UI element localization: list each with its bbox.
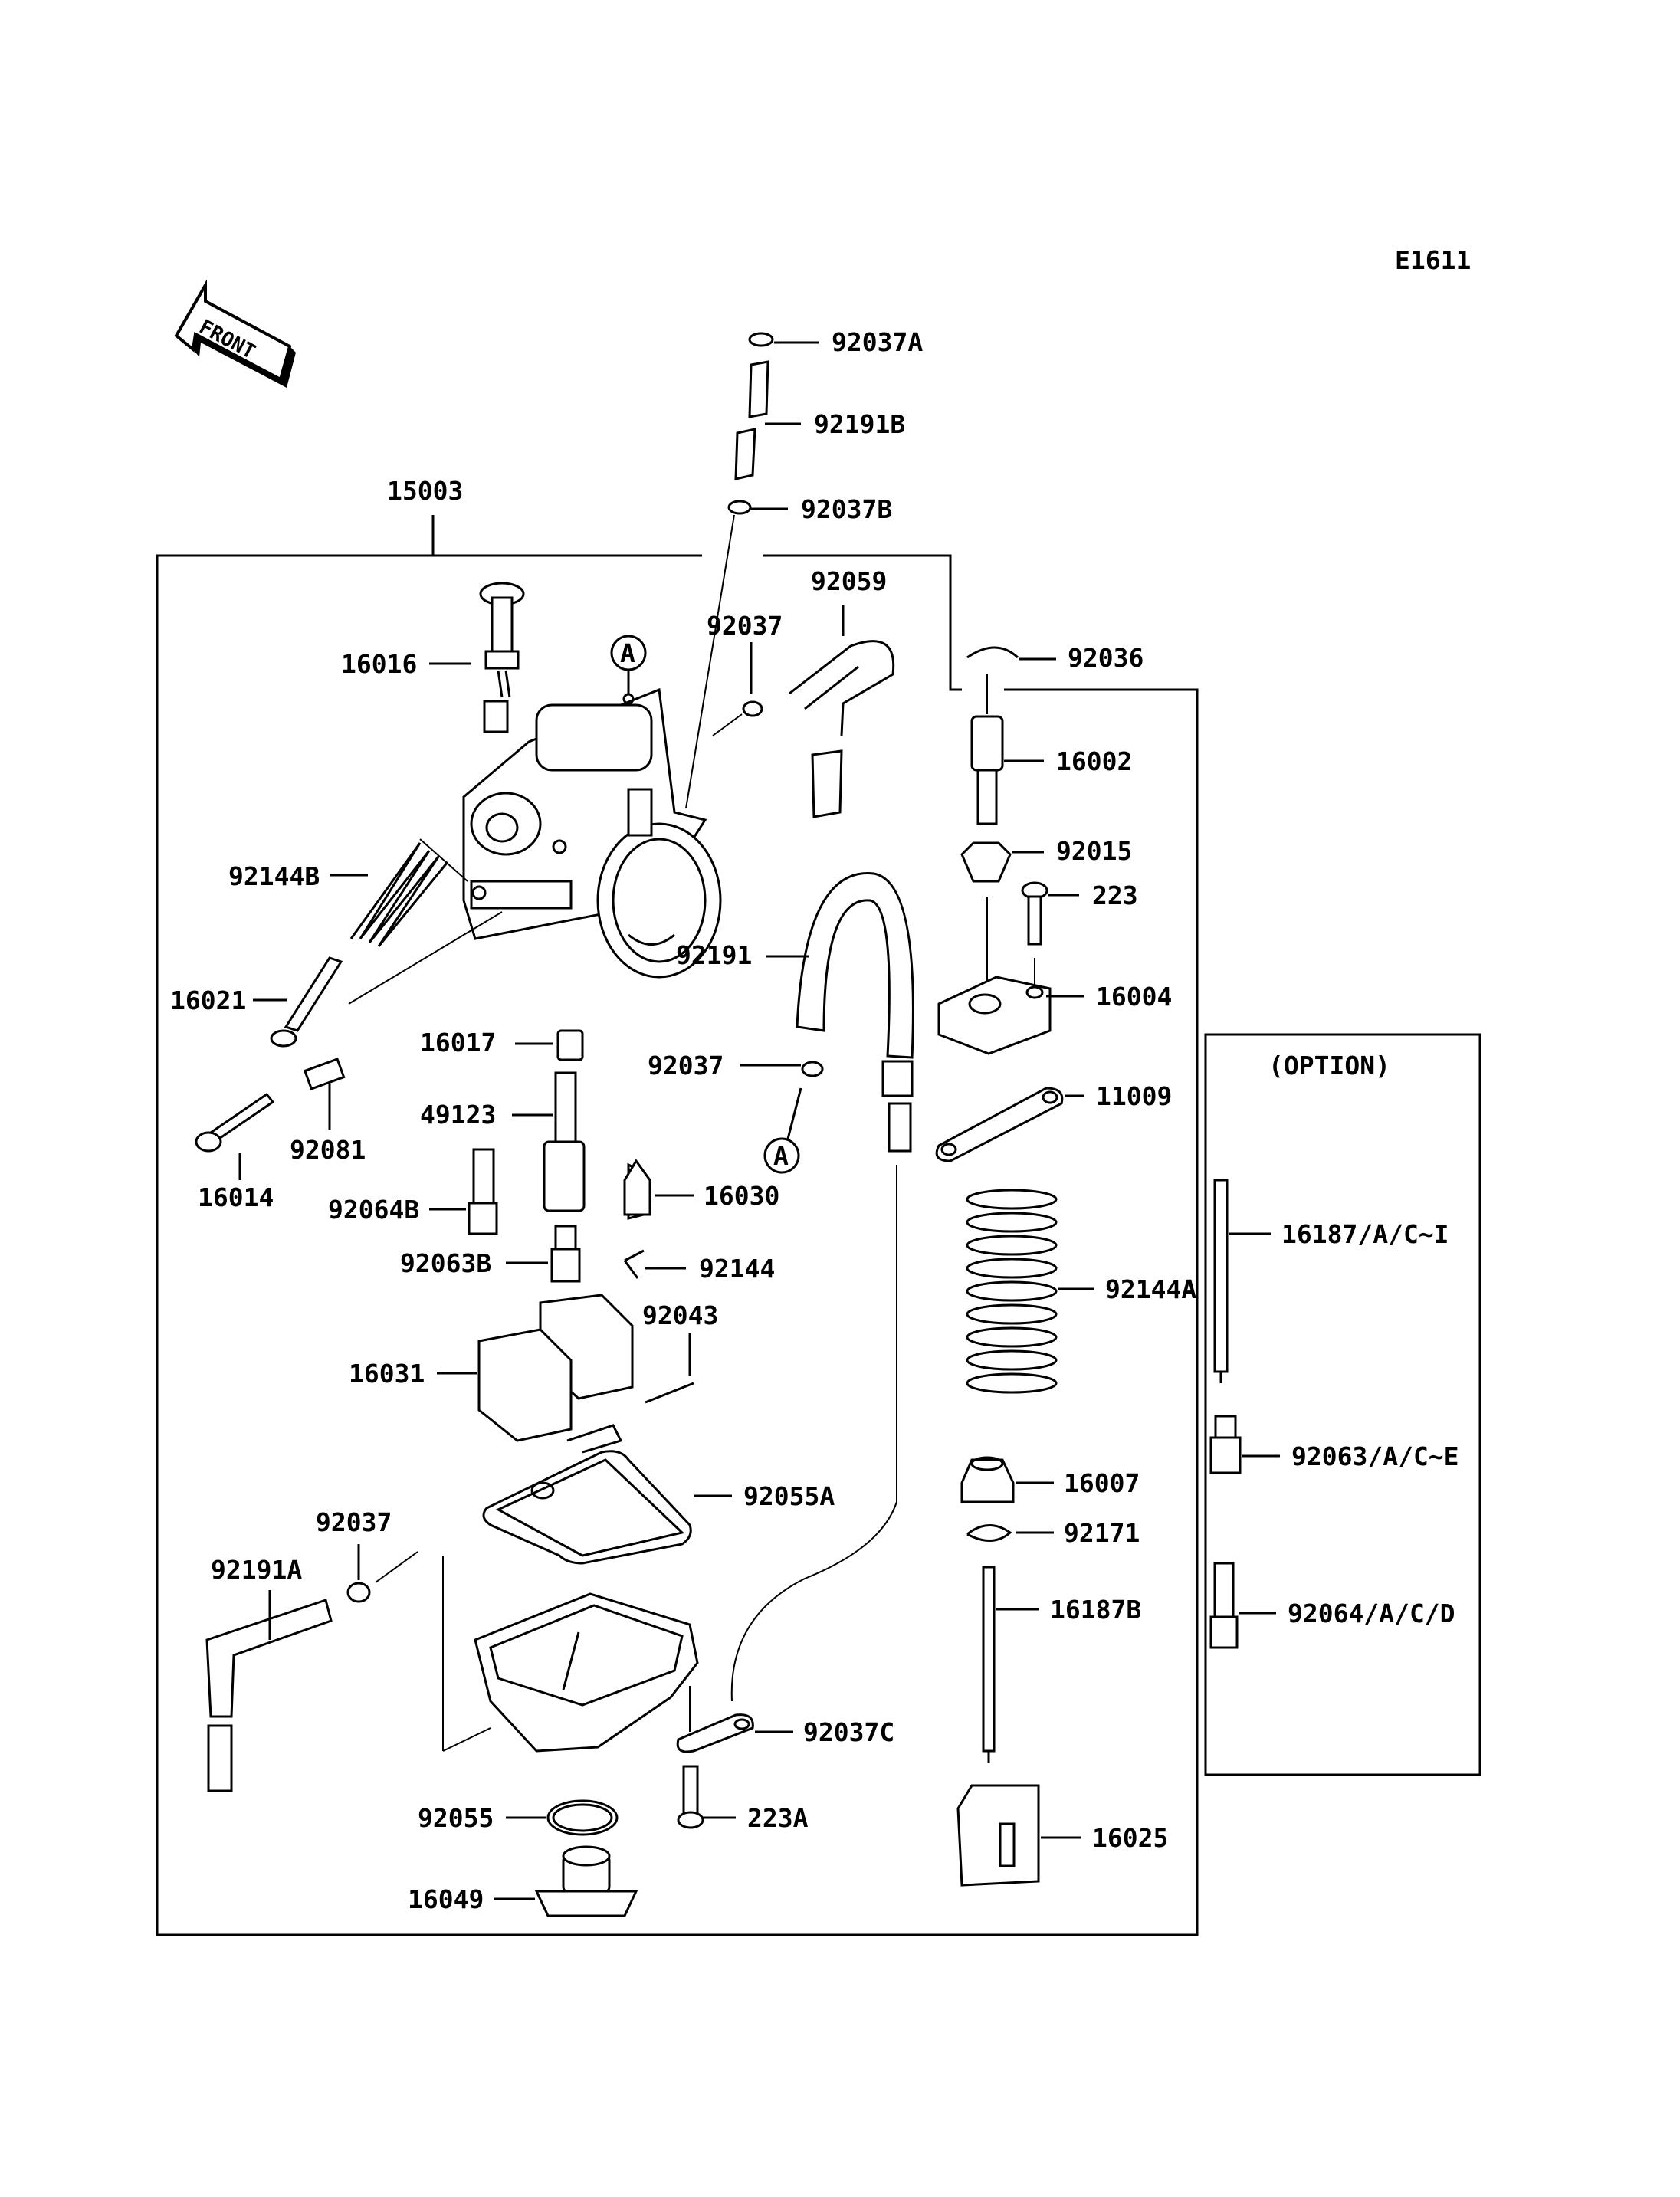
clip-92171 [966,1524,1054,1542]
label-92191: 92191 [676,940,752,970]
screw-16016 [429,582,525,733]
jet-49123 [512,1071,586,1212]
diagram-code: E1611 [1395,245,1471,275]
label-16025: 16025 [1092,1823,1168,1853]
label-92015: 92015 [1056,836,1132,866]
option-pilot-jet [1209,1562,1276,1649]
label-16014: 16014 [198,1182,274,1212]
label-92144: 92144 [699,1254,775,1284]
label-16007: 16007 [1064,1468,1140,1498]
float-16031 [437,1294,634,1454]
label-15003: 15003 [387,476,463,506]
spring-92144B [330,838,468,947]
clip-92037B [685,500,788,809]
label-92191A: 92191A [211,1555,302,1585]
label-opt-pilot-jet: 92064/A/C/D [1288,1599,1455,1628]
label-11009: 11009 [1096,1081,1172,1111]
carburetor-body [348,687,722,1005]
label-92037A: 92037A [832,327,923,357]
label-92144A: 92144A [1105,1274,1196,1304]
label-92059: 92059 [811,566,887,596]
label-92081: 92081 [290,1135,366,1165]
marker-a-top: A [610,635,647,694]
valve-16030 [623,1159,694,1220]
cap-16004 [937,976,1084,1055]
label-opt-needle: 16187/A/C~I [1281,1219,1449,1249]
svg-text:A: A [620,638,635,668]
label-opt-main-jet: 92063/A/C~E [1291,1441,1459,1471]
part-16017 [515,1029,584,1061]
pin-92144 [623,1249,686,1279]
hose-92059 [789,605,895,818]
oring-92055 [506,1799,619,1836]
label-92037-top: 92037 [707,611,783,641]
nut-92015 [960,841,1044,989]
label-92191B: 92191B [814,409,905,439]
label-16187B: 16187B [1050,1595,1141,1625]
spring-92081 [303,1058,346,1130]
label-16030: 16030 [704,1181,779,1211]
label-16004: 16004 [1096,982,1172,1012]
gasket-92055A [482,1450,732,1565]
svg-text:A: A [773,1141,789,1171]
assembly-frame [156,515,1199,1936]
label-92171: 92171 [1064,1518,1140,1548]
pin-92043 [645,1333,694,1404]
option-needle [1213,1179,1271,1383]
label-16002: 16002 [1056,746,1132,776]
label-16017: 16017 [420,1028,496,1058]
label-16031: 16031 [349,1359,425,1389]
part-16007 [960,1456,1054,1503]
option-main-jet [1209,1415,1280,1474]
plate-92037C [676,1713,793,1753]
float-bowl [442,1556,699,1753]
screw-16014 [195,1092,275,1180]
hose-92191 [730,872,914,1702]
front-arrow-icon: FRONT [174,279,296,388]
hose-92191A [205,1590,333,1792]
label-92036: 92036 [1068,643,1144,673]
label-92043: 92043 [642,1300,718,1330]
label-92063B: 92063B [400,1248,491,1278]
label-16016: 16016 [341,649,417,679]
label-92064B: 92064B [328,1195,419,1225]
clip-92037-low [346,1544,418,1603]
adjuster-16002 [970,674,1044,825]
label-92055: 92055 [418,1803,494,1833]
plug-16049 [494,1845,638,1917]
jet-92064B [429,1148,498,1235]
marker-a-mid: A [763,1087,802,1174]
circlip-92036 [966,646,1056,661]
screw-223A [677,1765,736,1829]
gasket-11009 [935,1087,1084,1162]
label-92037B: 92037B [801,494,892,524]
needle-16187B [982,1566,1039,1763]
label-49123: 49123 [420,1100,496,1130]
clip-92037-mid [740,1061,824,1077]
screw-223 [1021,881,1079,989]
label-223: 223 [1092,880,1138,910]
valve-16025 [956,1784,1081,1887]
option-box [1204,1033,1481,1776]
hose-92191B [734,360,801,480]
label-92055A: 92055A [743,1481,835,1511]
option-title: (OPTION) [1268,1051,1390,1080]
label-92037-low: 92037 [316,1507,392,1537]
label-16049: 16049 [408,1884,484,1914]
label-92037C: 92037C [803,1717,894,1747]
jet-92063B [506,1225,581,1283]
label-92144B: 92144B [228,861,320,891]
screw-16021 [253,956,343,1048]
clip-92037-top [712,642,763,736]
clip-92037A [748,332,819,347]
label-92037-mid: 92037 [648,1051,724,1080]
spring-92144A [966,1189,1094,1394]
label-16021: 16021 [170,985,246,1015]
label-223A: 223A [747,1803,809,1833]
